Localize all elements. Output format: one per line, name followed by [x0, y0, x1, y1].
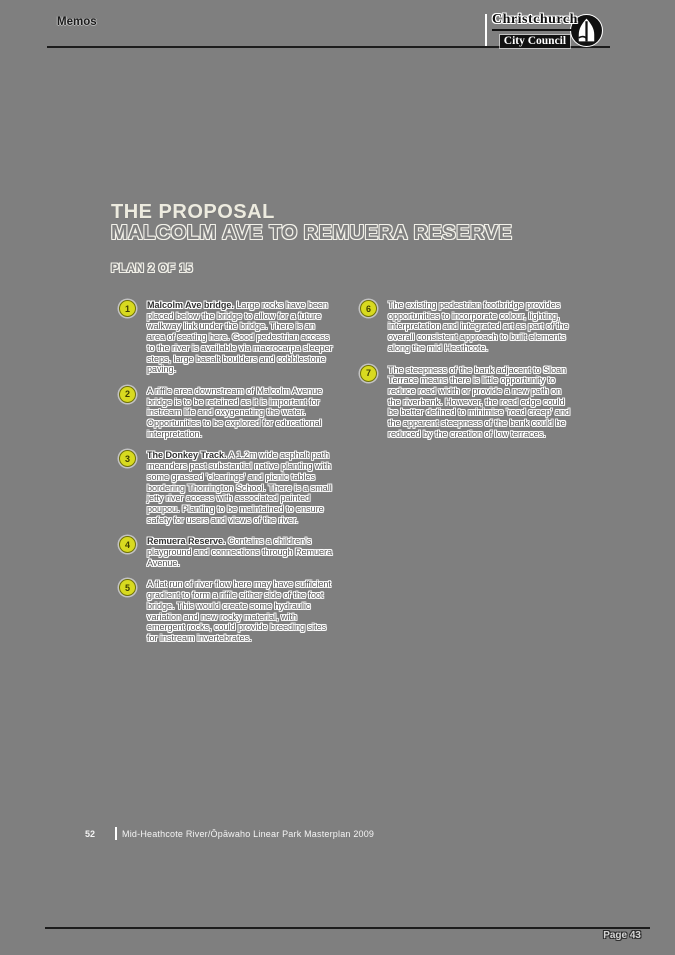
item-text: A flat run of river flow here may have s…: [147, 579, 333, 643]
proposal-title-line2: MALCOLM AVE TO REMUERA RESERVE: [111, 222, 513, 244]
page-number-label: Page 43: [603, 930, 641, 941]
list-item: 5 A flat run of river flow here may have …: [119, 579, 333, 643]
item-body-text: A 1.2m wide asphalt path meanders past s…: [147, 450, 332, 525]
item-text: The existing pedestrian footbridge provi…: [388, 300, 574, 354]
item-body-text: Large rocks have been placed below the b…: [147, 300, 333, 375]
list-item: 2 A riffle area downstream of Malcolm Ave…: [119, 385, 333, 440]
item-number-badge: 7: [360, 364, 377, 382]
item-number-badge: 4: [119, 536, 136, 554]
christchurch-city-council-logo: Christchurch City Council: [485, 12, 603, 49]
item-text: The Donkey Track. A 1.2m wide asphalt pa…: [147, 450, 333, 525]
list-item: 6 The existing pedestrian footbridge prov…: [360, 300, 574, 354]
item-number-badge: 2: [119, 385, 136, 403]
item-number-badge: 5: [119, 579, 136, 597]
council-emblem-icon: [569, 13, 603, 47]
footer-rule: [45, 927, 650, 929]
items-column-left: 1 Malcolm Ave bridge. Large rocks have be…: [119, 300, 333, 655]
logo-line1: Christchurch: [492, 12, 578, 31]
list-item: 3 The Donkey Track. A 1.2m wide asphalt p…: [119, 450, 333, 525]
item-number-badge: 1: [119, 300, 136, 317]
item-number-badge: 6: [360, 300, 377, 317]
item-lead-in: Malcolm Ave bridge.: [147, 300, 234, 310]
footer-divider: [115, 827, 118, 840]
item-number-badge: 3: [119, 450, 136, 468]
item-body-text: A flat run of river flow here may have s…: [147, 579, 331, 643]
proposal-title: THE PROPOSAL MALCOLM AVE TO REMUERA RESE…: [111, 202, 512, 244]
document-footer: 52 Mid-Heathcote River/Ōpāwaho Linear Pa…: [85, 827, 374, 840]
proposal-title-line1: THE PROPOSAL: [111, 201, 275, 223]
items-column-right: 6 The existing pedestrian footbridge prov…: [360, 300, 574, 450]
logo-line2: City Council: [499, 34, 571, 48]
header-rule: [47, 46, 610, 48]
list-item: 7 The steepness of the bank adjacent to S…: [360, 364, 574, 440]
item-text: Malcolm Ave bridge. Large rocks have bee…: [147, 300, 333, 375]
item-body-text: The existing pedestrian footbridge provi…: [388, 300, 569, 353]
page-title: Memos: [57, 16, 97, 28]
logo-text: Christchurch City Council: [492, 12, 578, 49]
item-text: The steepness of the bank adjacent to Sl…: [388, 365, 574, 440]
doc-title: Mid-Heathcote River/Ōpāwaho Linear Park …: [122, 828, 375, 839]
list-item: 1 Malcolm Ave bridge. Large rocks have be…: [119, 300, 333, 375]
item-lead-in: The Donkey Track.: [147, 450, 227, 461]
item-lead-in: Remuera Reserve.: [147, 536, 226, 547]
list-item: 4 Remuera Reserve. Contains a children's …: [119, 536, 333, 568]
plan-label: PLAN 2 OF 15: [111, 263, 194, 275]
item-text: Remuera Reserve. Contains a children's p…: [147, 536, 333, 568]
item-body-text: Contains a children's playground and con…: [147, 536, 333, 568]
item-body-text: The steepness of the bank adjacent to Sl…: [388, 364, 571, 439]
logo-divider: [485, 14, 487, 46]
doc-page-number: 52: [85, 828, 96, 839]
item-body-text: A riffle area downstream of Malcolm Aven…: [147, 385, 323, 439]
item-text: A riffle area downstream of Malcolm Aven…: [147, 386, 333, 440]
